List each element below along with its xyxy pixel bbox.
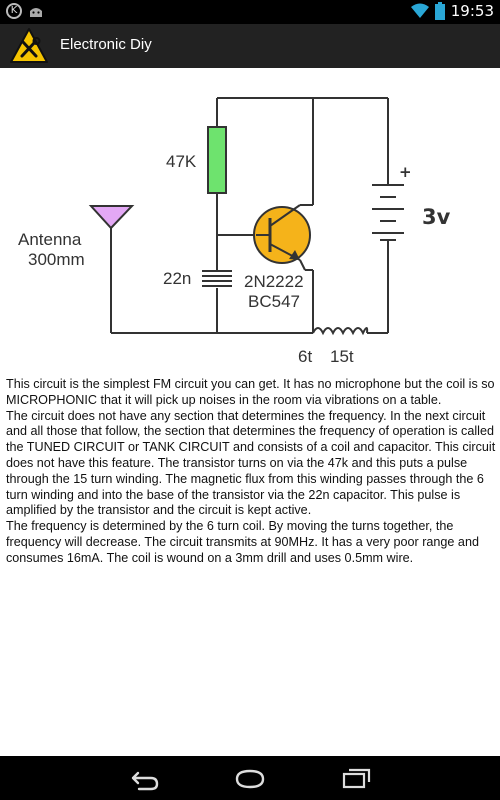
content-area[interactable]: 47K Antenna 300mm 22n 2N2222 BC547 6t 15… (0, 68, 500, 756)
battery (372, 184, 404, 241)
coil-label-6t: 6t (298, 347, 312, 366)
navigation-bar (0, 756, 500, 800)
warning-tools-icon[interactable] (9, 26, 49, 66)
article-text: This circuit is the simplest FM circuit … (6, 377, 496, 567)
status-time: 19:53 (450, 2, 494, 20)
circuit-diagram: 47K Antenna 300mm 22n 2N2222 BC547 6t 15… (18, 97, 451, 366)
android-debug-icon (30, 8, 42, 17)
paragraph: This circuit is the simplest FM circuit … (6, 377, 495, 407)
capacitor (202, 270, 232, 287)
circuit-wires (110, 97, 389, 334)
back-icon[interactable] (127, 765, 161, 791)
wifi-icon (410, 3, 429, 18)
transistor-label-line2: BC547 (248, 292, 300, 311)
transistor-label-line1: 2N2222 (244, 272, 304, 291)
resistor-label: 47K (166, 152, 197, 171)
antenna-label-line2: 300mm (28, 250, 85, 269)
paragraph: The frequency is determined by the 6 tur… (6, 519, 479, 565)
k-notification-icon: K (6, 3, 22, 19)
transistor (253, 204, 313, 271)
paragraph: The circuit does not have any section th… (6, 408, 496, 518)
voltage-label: 3v (422, 205, 451, 229)
capacitor-label: 22n (163, 269, 191, 288)
battery-plus-label: + (399, 163, 412, 181)
app-bar: Electronic Diy (0, 24, 500, 68)
status-right-icons: 19:53 (410, 2, 494, 20)
status-bar: K 19:53 (0, 0, 500, 24)
antenna (88, 205, 135, 230)
antenna-label-line1: Antenna (18, 230, 82, 249)
home-icon[interactable] (233, 765, 267, 791)
battery-icon (434, 2, 445, 20)
coil (312, 327, 369, 336)
resistor (207, 126, 227, 194)
status-left-icons: K (6, 3, 44, 19)
coil-label-15t: 15t (330, 347, 354, 366)
app-title: Electronic Diy (60, 36, 152, 53)
recent-apps-icon[interactable] (340, 765, 374, 791)
